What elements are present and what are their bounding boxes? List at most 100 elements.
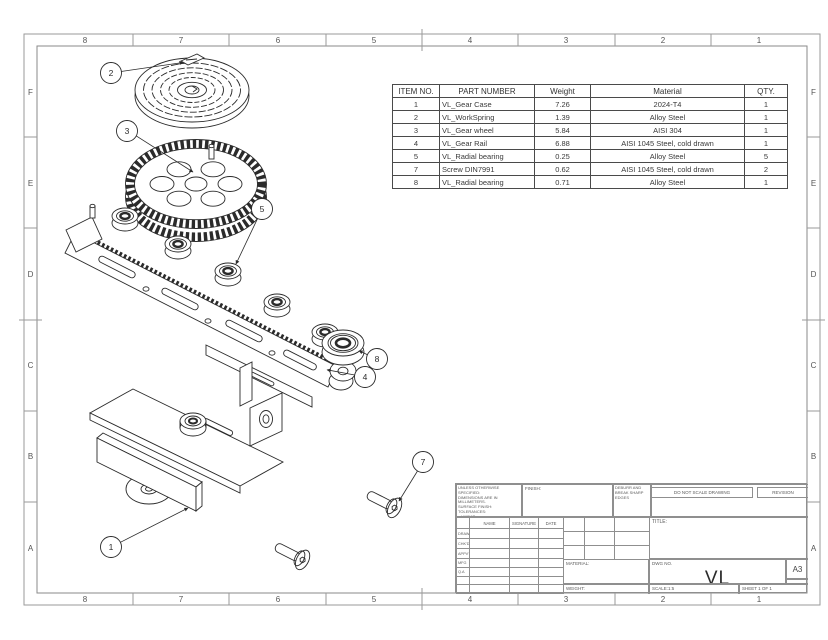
zone-row-label: E — [811, 179, 816, 188]
bom-cell: 2 — [744, 162, 788, 176]
bom-cell: Screw DIN7991 — [439, 162, 535, 176]
scale-note-area — [651, 484, 808, 517]
material-label: MATERIAL: — [566, 561, 590, 566]
balloon-gear-case: 1 — [100, 536, 122, 558]
bom-cell: AISI 304 — [590, 123, 745, 137]
sig-row-label: DRAWN — [456, 528, 470, 539]
radial-bearing-part — [214, 262, 242, 287]
zone-row-label: D — [811, 270, 817, 279]
revision-label: REVISION — [772, 490, 794, 495]
bom-header: QTY. — [744, 84, 788, 98]
radial-bearing-part — [263, 293, 291, 318]
scale-label: SCALE:1:5 — [652, 586, 675, 591]
scale-cell: SCALE:1:5 — [649, 584, 739, 594]
zone-col-label: 1 — [757, 36, 762, 45]
gear-case-part — [89, 344, 313, 512]
bom-cell: 2024-T4 — [590, 97, 745, 111]
zone-col-label: 8 — [83, 36, 88, 45]
sheet-frame — [19, 29, 825, 610]
sig-name-header: NAME — [469, 517, 510, 529]
revision-cell: REVISION — [757, 487, 808, 498]
bom-cell: AISI 1045 Steel, cold drawn — [590, 136, 745, 150]
paper-size-cell: A3 — [786, 559, 808, 579]
bom-row: 8 VL_Radial bearing 0.71 Alloy Steel 1 — [392, 175, 788, 189]
spec-note-line: SURFACE FINISH: — [458, 504, 493, 510]
bom-cell: 2 — [392, 110, 440, 124]
svg-text:2: 2 — [109, 68, 114, 78]
zone-col-label: 2 — [661, 595, 666, 604]
zone-col-label: 5 — [372, 595, 377, 604]
bom-cell: 1 — [744, 110, 788, 124]
radial-bearing-large-part — [321, 329, 365, 366]
bom-cell: 0.62 — [534, 162, 591, 176]
bom-cell: 0.71 — [534, 175, 591, 189]
bom-cell: 7 — [392, 162, 440, 176]
balloon-workspring: 2 — [100, 62, 122, 84]
bom-row: 3 VL_Gear wheel 5.84 AISI 304 1 — [392, 123, 788, 137]
zone-row-label: E — [28, 179, 33, 188]
sig-row: Q.A — [456, 567, 564, 577]
zone-row-label: F — [28, 88, 33, 97]
bom-cell: Alloy Steel — [590, 110, 745, 124]
bom-cell: 8 — [392, 175, 440, 189]
sig-row-label: MFG — [456, 558, 470, 568]
zone-row-label: D — [28, 270, 34, 279]
zone-col-label: 2 — [661, 36, 666, 45]
gear-wheel-part — [125, 139, 267, 242]
bom-row: 4 VL_Gear Rail 6.88 AISI 1045 Steel, col… — [392, 136, 788, 150]
svg-text:5: 5 — [260, 204, 265, 214]
title-label: TITLE: — [652, 519, 668, 525]
screw-part — [366, 491, 403, 519]
zone-row-label: F — [811, 88, 816, 97]
sig-header-row: NAME SIGNATURE DATE — [456, 517, 564, 529]
bom-row: 1 VL_Gear Case 7.26 2024-T4 1 — [392, 97, 788, 111]
sig-row: MFG — [456, 558, 564, 568]
bom-cell: VL_Radial bearing — [439, 149, 535, 163]
balloon-gear-rail: 4 — [354, 366, 376, 388]
screw-part — [274, 543, 311, 571]
zone-col-label: 7 — [179, 595, 184, 604]
balloons: 2 3 5 8 4 1 7 — [100, 62, 434, 558]
bom-cell: VL_Radial bearing — [439, 175, 535, 189]
sig-row: CHK'D — [456, 538, 564, 549]
bom-table: ITEM NO. PART NUMBER Weight Material QTY… — [392, 84, 788, 189]
sig-cell — [456, 517, 470, 529]
balloon-leaders — [120, 61, 418, 543]
svg-text:3: 3 — [125, 126, 130, 136]
deburr-cell: DEBURR AND BREAK SHARP EDGES — [613, 484, 651, 517]
bom-cell: 5 — [744, 149, 788, 163]
bom-header-row: ITEM NO. PART NUMBER Weight Material QTY… — [392, 84, 788, 98]
bom-cell: 1.39 — [534, 110, 591, 124]
paper-size-sub-cell — [786, 579, 808, 584]
zone-labels: 8 7 6 5 4 3 2 1 8 7 6 5 4 3 2 1 F E D C … — [28, 36, 817, 604]
sheet-cell: SHEET 1 OF 1 — [739, 584, 808, 594]
sig-row: DRAWN — [456, 528, 564, 539]
zone-col-label: 4 — [468, 595, 473, 604]
spec-note-line: TOLERANCES: — [458, 508, 487, 514]
extra-grid — [563, 517, 650, 560]
svg-text:7: 7 — [421, 457, 426, 467]
bom-cell: 1 — [744, 175, 788, 189]
bom-cell: VL_WorkSpring — [439, 110, 535, 124]
bom-cell: 3 — [392, 123, 440, 137]
zone-col-label: 5 — [372, 36, 377, 45]
sig-row-label: APPV'D — [456, 548, 470, 559]
title-block: UNLESS OTHERWISE SPECIFIED: DIMENSIONS A… — [455, 483, 808, 594]
radial-bearing-part — [111, 207, 139, 232]
sig-row-label: CHK'D — [456, 538, 470, 549]
bom-cell: 1 — [744, 97, 788, 111]
bom-cell: AISI 1045 Steel, cold drawn — [590, 162, 745, 176]
sig-row — [456, 584, 564, 594]
sig-date-header: DATE — [538, 517, 564, 529]
extra-grid-row — [563, 545, 650, 560]
extra-grid-row — [563, 517, 650, 532]
weight-label: WEIGHT: — [566, 586, 585, 591]
zone-row-label: C — [28, 361, 34, 370]
zone-row-label: B — [28, 452, 33, 461]
material-cell: MATERIAL: — [563, 559, 649, 584]
bom-cell: VL_Gear Rail — [439, 136, 535, 150]
zone-col-label: 6 — [276, 36, 281, 45]
bom-cell: 1 — [744, 123, 788, 137]
